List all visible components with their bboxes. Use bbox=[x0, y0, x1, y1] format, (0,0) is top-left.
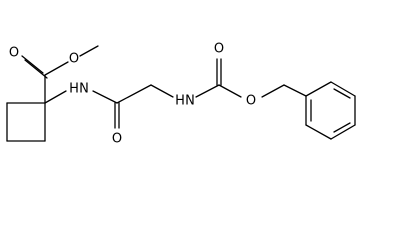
benzene-bond-2 bbox=[330, 81, 356, 97]
carbamate-hydrogen-label: H bbox=[175, 94, 185, 109]
ester-carbonyl-double-bond-a bbox=[21, 55, 44, 74]
bond-lines bbox=[6, 45, 356, 142]
carbamate-n-to-carbamate-carbonyl-bond bbox=[195, 84, 220, 98]
ester-o-to-benzyl-ch2-bond bbox=[261, 84, 285, 98]
atom-labels: O O N H O N H O O bbox=[9, 42, 256, 147]
ch2-to-carbamate-n-bond bbox=[150, 84, 174, 98]
ester-methoxy-oxygen-label: O bbox=[69, 52, 79, 67]
carbamate-nitrogen-label: N bbox=[185, 94, 195, 109]
benzene-bond-1 bbox=[305, 81, 332, 97]
benzene-bond-5 bbox=[305, 124, 332, 140]
carbamate-ester-oxygen-label: O bbox=[246, 94, 256, 109]
benzene-inner-double-bond-1 bbox=[333, 88, 351, 99]
benzene-inner-double-bond-2 bbox=[333, 122, 351, 133]
quaternary-c-to-amide-n-bond bbox=[44, 90, 67, 104]
methoxy-o-to-ester-carbonyl-bond bbox=[44, 61, 69, 76]
carbamate-carbonyl-to-ester-o-bond bbox=[218, 84, 242, 98]
amide-n-to-amide-carbonyl-bond bbox=[92, 90, 118, 104]
ester-carbonyl-double-bond-b bbox=[24, 59, 48, 79]
amide-hydrogen-label: H bbox=[69, 82, 79, 97]
benzyl-ch2-to-ring-bond bbox=[283, 84, 307, 97]
amide-carbonyl-to-ch2-bond bbox=[116, 84, 152, 104]
amide-nitrogen-label: N bbox=[79, 82, 89, 97]
chemical-structure-diagram: O O N H O N H O O bbox=[6, 42, 356, 147]
benzene-bond-4 bbox=[330, 124, 356, 140]
carbamate-carbonyl-oxygen-label: O bbox=[214, 42, 224, 57]
glycine-carbonyl-oxygen-label: O bbox=[112, 132, 122, 147]
methyl-to-methoxy-o-bond bbox=[79, 45, 99, 57]
ester-carbonyl-oxygen-label: O bbox=[9, 46, 19, 61]
